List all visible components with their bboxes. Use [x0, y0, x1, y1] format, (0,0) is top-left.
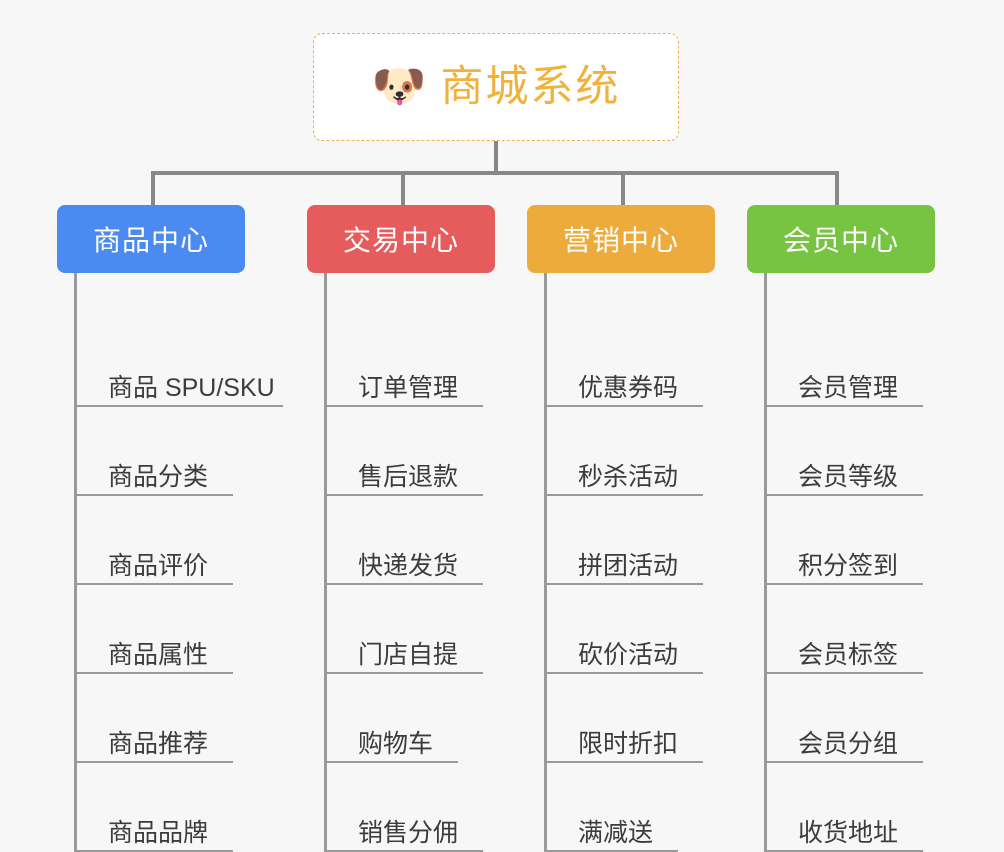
- leaf-label: 商品属性: [108, 641, 209, 670]
- leaf-label: 订单管理: [358, 374, 459, 403]
- branch-product-center: 商品中心 商品 SPU/SKU 商品分类 商品评价 商品属性 商品推荐: [57, 205, 304, 852]
- leaf-underline: [327, 672, 483, 674]
- category-label: 商品中心: [92, 225, 209, 256]
- leaf-underline: [327, 405, 483, 407]
- leaf-label: 购物车: [358, 730, 434, 759]
- leaf-underline: [77, 761, 233, 763]
- list-item[interactable]: 快递发货: [327, 496, 524, 585]
- category-label: 交易中心: [342, 225, 459, 256]
- leaf-underline: [767, 761, 923, 763]
- leaf-label: 拼团活动: [578, 552, 679, 581]
- category-header-member-center[interactable]: 会员中心: [747, 205, 935, 273]
- list-item[interactable]: 商品推荐: [77, 674, 304, 763]
- leaf-underline: [767, 672, 923, 674]
- leaf-label: 收货地址: [798, 819, 899, 848]
- root-title: 商城系统: [440, 62, 621, 111]
- leaf-label: 会员管理: [798, 374, 899, 403]
- leaf-label: 砍价活动: [578, 641, 679, 670]
- list-item[interactable]: 销售分佣: [327, 763, 524, 852]
- leaf-label: 销售分佣: [358, 819, 459, 848]
- list-item[interactable]: 订单管理: [327, 273, 524, 407]
- connector-drop-trade-center: [401, 171, 405, 205]
- leaf-underline: [327, 761, 458, 763]
- leaf-underline: [547, 761, 703, 763]
- leaf-list-member-center: 会员管理 会员等级 积分签到 会员标签 会员分组 收货地址: [764, 273, 964, 852]
- leaf-underline: [327, 583, 483, 585]
- list-item[interactable]: 购物车: [327, 674, 524, 763]
- leaf-underline: [547, 494, 703, 496]
- leaf-underline: [767, 405, 923, 407]
- leaf-underline: [77, 494, 233, 496]
- list-item[interactable]: 会员分组: [767, 674, 964, 763]
- category-header-marketing-center[interactable]: 营销中心: [527, 205, 715, 273]
- leaf-underline: [77, 583, 233, 585]
- leaf-label: 积分签到: [798, 552, 899, 581]
- leaf-underline: [767, 583, 923, 585]
- leaf-label: 会员分组: [798, 730, 899, 759]
- leaf-label: 商品 SPU/SKU: [108, 374, 275, 403]
- leaf-label: 售后退款: [358, 463, 459, 492]
- category-header-trade-center[interactable]: 交易中心: [307, 205, 495, 273]
- list-item[interactable]: 门店自提: [327, 585, 524, 674]
- list-item[interactable]: 限时折扣: [547, 674, 744, 763]
- leaf-underline: [327, 494, 483, 496]
- leaf-label: 优惠券码: [578, 374, 679, 403]
- leaf-label: 会员标签: [798, 641, 899, 670]
- leaf-label: 商品推荐: [108, 730, 209, 759]
- connector-drop-product-center: [151, 171, 155, 205]
- leaf-underline: [547, 583, 703, 585]
- list-item[interactable]: 会员等级: [767, 407, 964, 496]
- category-label: 会员中心: [782, 225, 899, 256]
- leaf-label: 快递发货: [358, 552, 459, 581]
- leaf-label: 商品评价: [108, 552, 209, 581]
- list-item[interactable]: 砍价活动: [547, 585, 744, 674]
- leaf-underline: [547, 405, 703, 407]
- branch-trade-center: 交易中心 订单管理 售后退款 快递发货 门店自提 购物车: [307, 205, 524, 852]
- connector-drop-marketing-center: [621, 171, 625, 205]
- connector-drop-member-center: [835, 171, 839, 205]
- leaf-underline: [547, 672, 703, 674]
- leaf-list-product-center: 商品 SPU/SKU 商品分类 商品评价 商品属性 商品推荐 商品品牌: [74, 273, 304, 852]
- connector-trunk-vertical: [494, 141, 498, 174]
- leaf-label: 商品分类: [108, 463, 209, 492]
- list-item[interactable]: 会员管理: [767, 273, 964, 407]
- list-item[interactable]: 拼团活动: [547, 496, 744, 585]
- list-item[interactable]: 商品评价: [77, 496, 304, 585]
- leaf-label: 限时折扣: [578, 730, 679, 759]
- list-item[interactable]: 收货地址: [767, 763, 964, 852]
- leaf-label: 会员等级: [798, 463, 899, 492]
- category-header-product-center[interactable]: 商品中心: [57, 205, 245, 273]
- leaf-underline: [77, 672, 233, 674]
- category-label: 营销中心: [562, 225, 679, 256]
- list-item[interactable]: 商品属性: [77, 585, 304, 674]
- leaf-label: 秒杀活动: [578, 463, 679, 492]
- leaf-label: 满减送: [578, 819, 654, 848]
- shiba-dog-icon: 🐶: [371, 62, 427, 111]
- root-node[interactable]: 🐶 商城系统: [313, 33, 679, 141]
- branch-marketing-center: 营销中心 优惠券码 秒杀活动 拼团活动 砍价活动 限时折扣: [527, 205, 744, 852]
- list-item[interactable]: 商品品牌: [77, 763, 304, 852]
- leaf-label: 门店自提: [358, 641, 459, 670]
- list-item[interactable]: 会员标签: [767, 585, 964, 674]
- leaf-label: 商品品牌: [108, 819, 209, 848]
- list-item[interactable]: 积分签到: [767, 496, 964, 585]
- list-item[interactable]: 商品 SPU/SKU: [77, 273, 304, 407]
- leaf-underline: [77, 405, 283, 407]
- connector-trunk-horizontal: [151, 171, 839, 175]
- leaf-list-trade-center: 订单管理 售后退款 快递发货 门店自提 购物车 销售分佣: [324, 273, 524, 852]
- list-item[interactable]: 满减送: [547, 763, 744, 852]
- list-item[interactable]: 售后退款: [327, 407, 524, 496]
- list-item[interactable]: 商品分类: [77, 407, 304, 496]
- leaf-list-marketing-center: 优惠券码 秒杀活动 拼团活动 砍价活动 限时折扣 满减送: [544, 273, 744, 852]
- leaf-underline: [767, 494, 923, 496]
- branch-member-center: 会员中心 会员管理 会员等级 积分签到 会员标签 会员分组: [747, 205, 964, 852]
- list-item[interactable]: 秒杀活动: [547, 407, 744, 496]
- list-item[interactable]: 优惠券码: [547, 273, 744, 407]
